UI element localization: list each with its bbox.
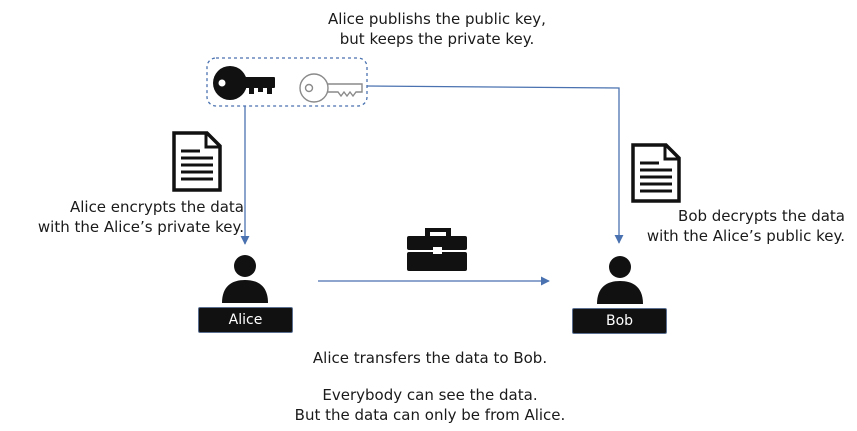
summary-caption-line1: Everybody can see the data. — [322, 386, 538, 404]
publish-key-caption: Alice publishs the public key, but keeps… — [287, 9, 587, 49]
alice-label: Alice — [198, 307, 293, 333]
person-icon — [222, 255, 268, 303]
decrypt-caption-line1: Bob decrypts the data — [678, 207, 845, 225]
encrypt-caption-line1: Alice encrypts the data — [69, 198, 244, 216]
document-icon — [631, 143, 681, 203]
briefcase-icon — [407, 228, 467, 271]
public-key-icon — [299, 73, 363, 103]
encrypt-caption: Alice encrypts the data with the Alice’s… — [10, 197, 244, 237]
decrypt-caption: Bob decrypts the data with the Alice’s p… — [615, 206, 845, 246]
publish-key-caption-line2: but keeps the private key. — [339, 30, 535, 48]
document-icon — [172, 131, 222, 192]
encrypt-caption-line2: with the Alice’s private key. — [37, 218, 244, 236]
summary-caption: Everybody can see the data. But the data… — [260, 385, 600, 425]
bob-label: Bob — [572, 308, 667, 334]
public-key-to-bob-arrow — [366, 85, 624, 244]
summary-caption-line2: But the data can only be from Alice. — [294, 406, 566, 424]
transfer-caption: Alice transfers the data to Bob. — [312, 349, 548, 367]
key-group-box — [206, 57, 368, 107]
private-key-icon — [213, 66, 275, 100]
publish-key-caption-line1: Alice publishs the public key, — [328, 10, 546, 28]
person-icon — [597, 256, 643, 304]
decrypt-caption-line2: with the Alice’s public key. — [646, 227, 845, 245]
